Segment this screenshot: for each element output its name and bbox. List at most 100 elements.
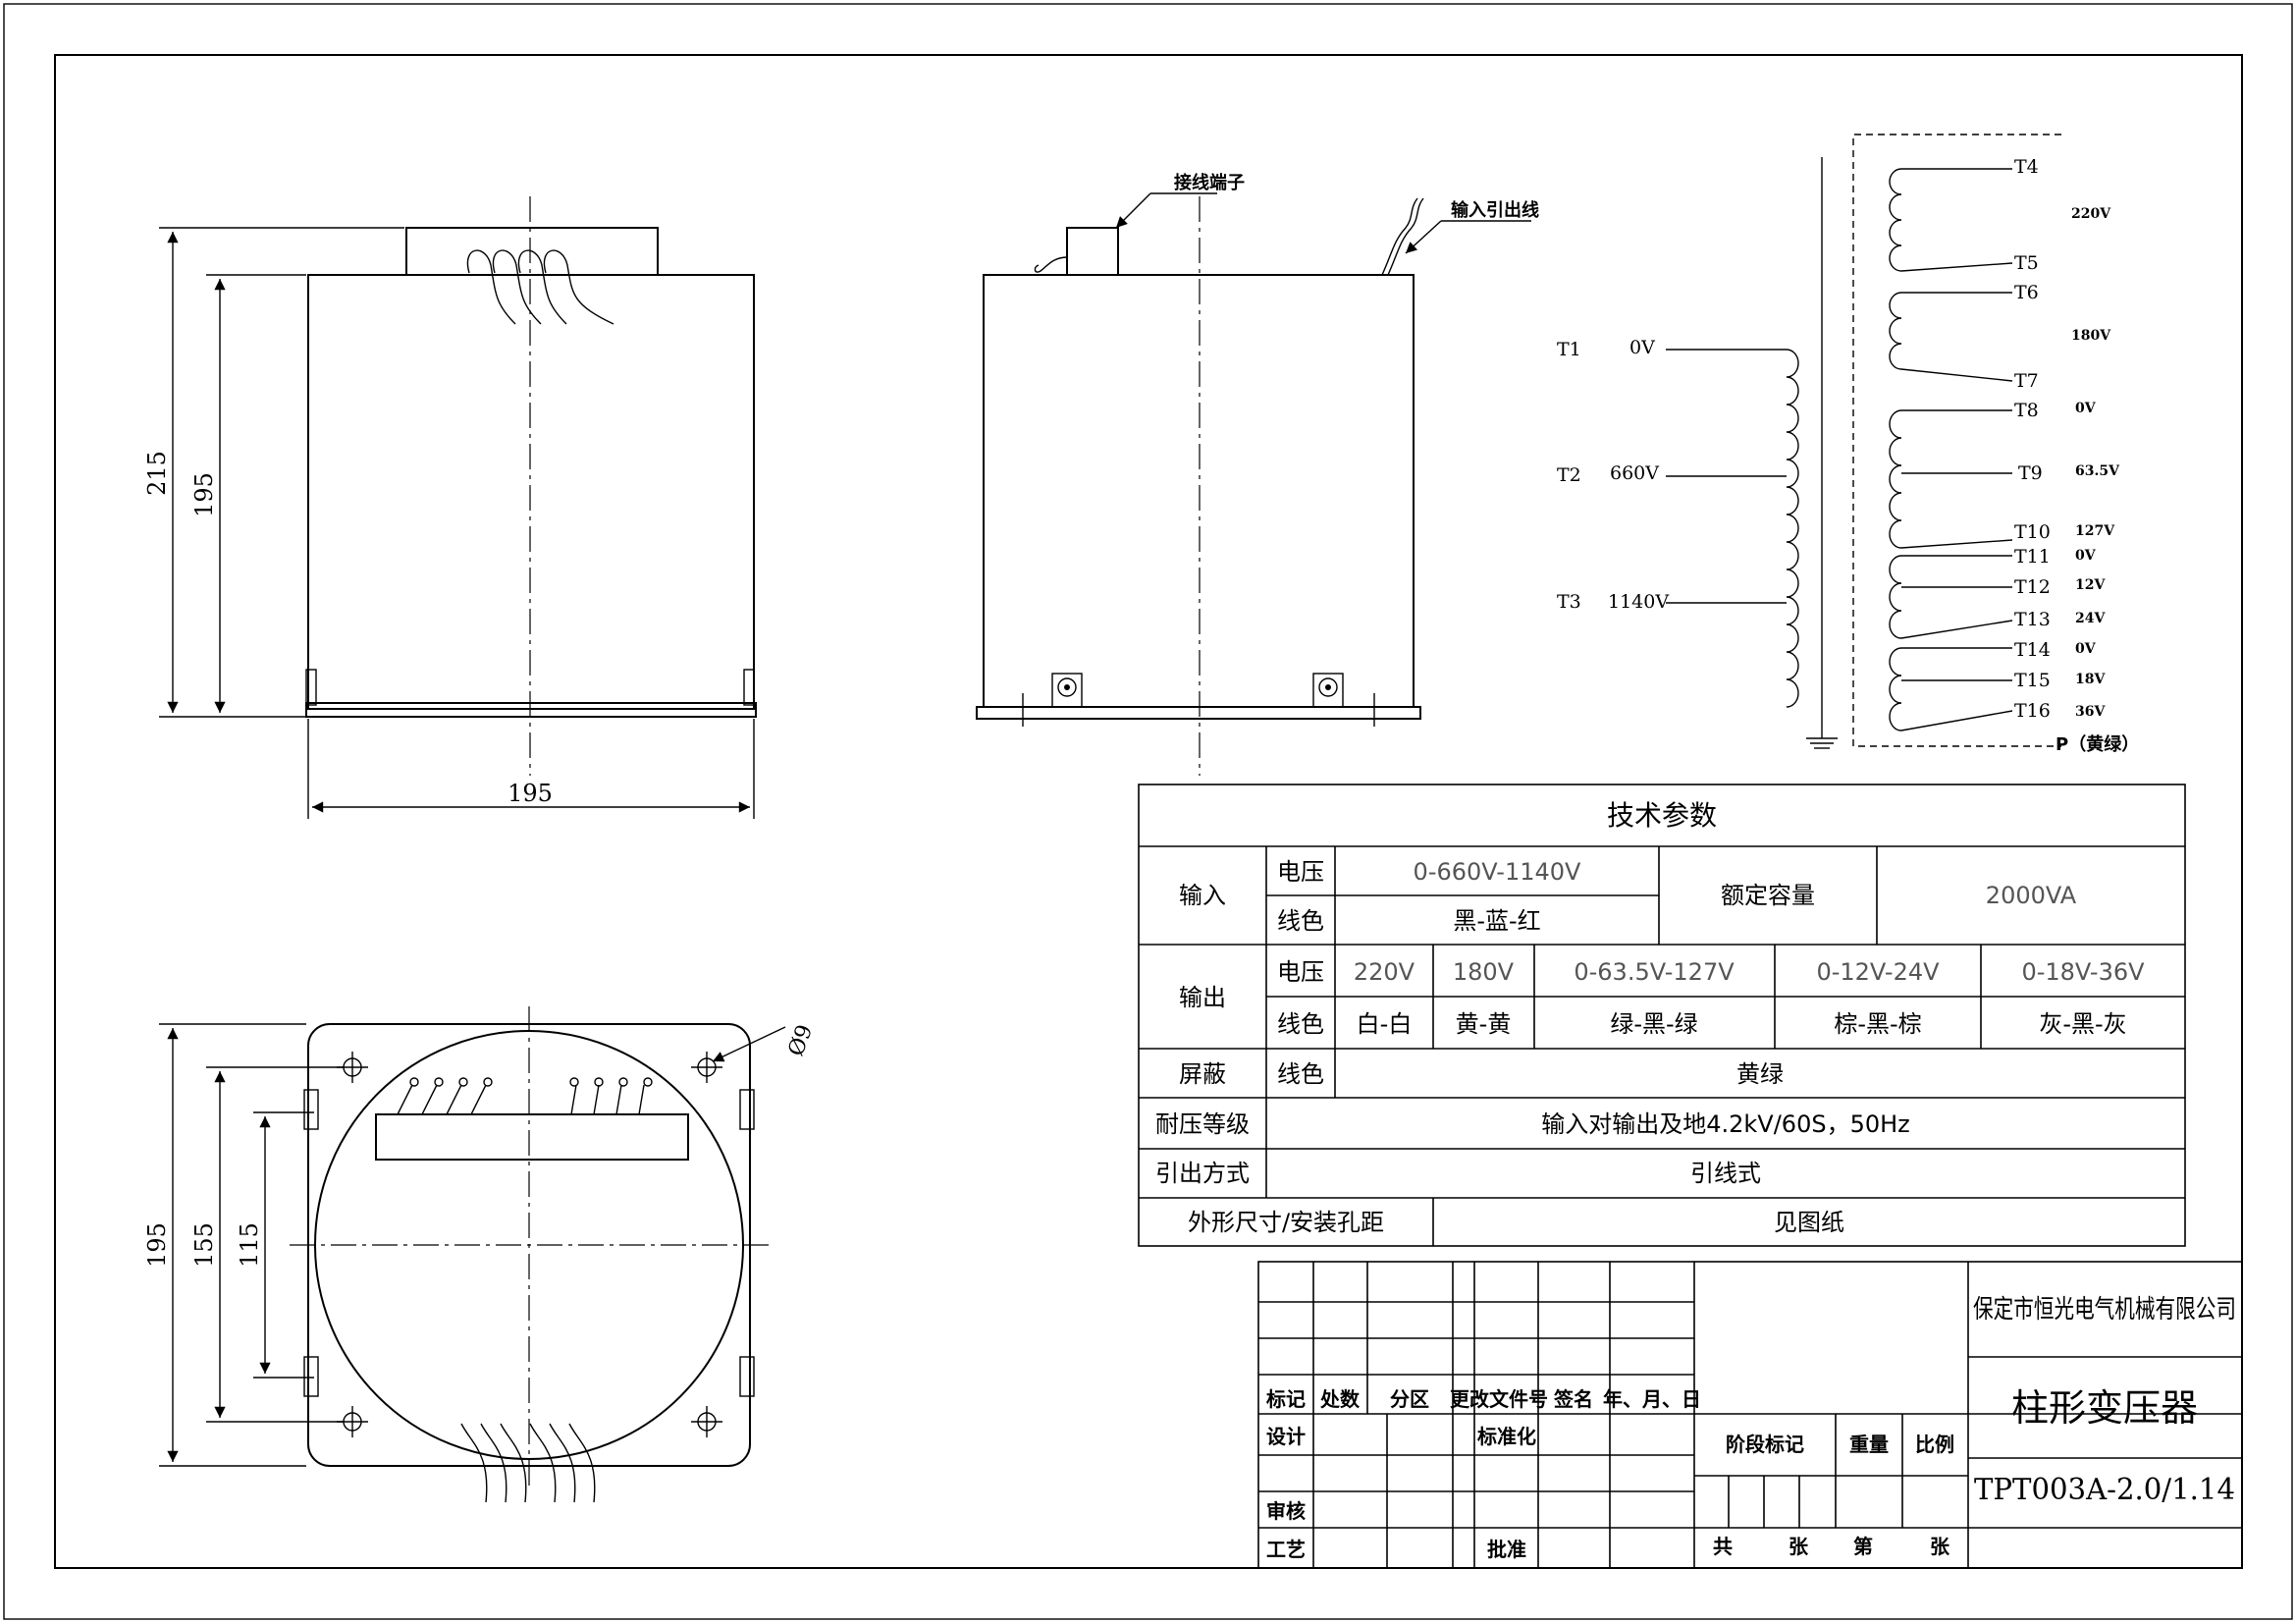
- input-voltage-value: 0-660V-1140V: [1414, 858, 1581, 886]
- secondary-winding-180: [1889, 292, 2013, 382]
- drawing-frame: [54, 54, 2243, 1569]
- tap-T9: T9: [2018, 462, 2043, 484]
- dims-label: 外形尺寸/安装孔距: [1188, 1209, 1384, 1236]
- dims-value: 见图纸: [1774, 1209, 1844, 1236]
- rev-header-sign: 签名: [1553, 1387, 1593, 1411]
- shield-wire-color-label: 线色: [1277, 1060, 1324, 1088]
- voltage-t16: 36V: [2075, 704, 2106, 720]
- terminal-box: [1066, 227, 1119, 276]
- output-label: 输出: [1179, 984, 1226, 1011]
- tap-T2: T2: [1557, 464, 1581, 486]
- output-colors-5: 灰-黑-灰: [2039, 1010, 2126, 1038]
- output-voltage-2: 180V: [1453, 958, 1515, 986]
- rev-header-mark: 标记: [1266, 1387, 1306, 1411]
- leadout-value: 引线式: [1690, 1160, 1761, 1187]
- design-label: 设计: [1266, 1425, 1306, 1448]
- outer-border: [3, 3, 2293, 1620]
- total-label: 共: [1713, 1535, 1733, 1558]
- leadout-label: 引出方式: [1155, 1160, 1250, 1187]
- bottom-view: 195 155 115 Ø9: [143, 1006, 818, 1503]
- voltage-t14: 0V: [2075, 641, 2097, 657]
- shield-label: 屏蔽: [1179, 1060, 1226, 1088]
- tap-T3-voltage: 1140V: [1608, 591, 1669, 613]
- voltage-t12: 12V: [2075, 577, 2106, 593]
- output-voltage-5: 0-18V-36V: [2021, 958, 2145, 986]
- primary-winding: [1786, 349, 1799, 708]
- bottom-mount-holes: [337, 1052, 722, 1437]
- input-voltage-label: 电压: [1277, 858, 1324, 886]
- shield-terminal-label: P（黄绿）: [2056, 733, 2139, 755]
- rev-header-count: 处数: [1319, 1387, 1361, 1411]
- shield-color-value: 黄绿: [1736, 1060, 1784, 1088]
- tap-T3: T3: [1557, 591, 1581, 613]
- process-label: 工艺: [1266, 1538, 1306, 1561]
- secondary-winding-24: [1889, 555, 2013, 639]
- shield-outline: [1852, 134, 2061, 747]
- input-colors-value: 黑-蓝-红: [1453, 907, 1540, 935]
- output-voltage-1: 220V: [1354, 958, 1415, 986]
- tap-T4: T4: [2014, 156, 2039, 178]
- side-base-plate: [976, 706, 1421, 720]
- front-dim-width: 195: [507, 780, 553, 807]
- output-voltage-4: 0-12V-24V: [1816, 958, 1940, 986]
- rev-header-zone: 分区: [1390, 1387, 1429, 1411]
- secondary-winding-36: [1889, 647, 2013, 731]
- output-wire-color-label: 线色: [1277, 1010, 1324, 1038]
- voltage-t11: 0V: [2075, 548, 2097, 564]
- bottom-dim-holes: 155: [190, 1222, 218, 1268]
- side-input-lead: [1381, 197, 1418, 276]
- voltage-t8: 0V: [2075, 401, 2097, 416]
- rev-header-date: 年、月、日: [1603, 1387, 1701, 1411]
- front-bracket-left: [305, 669, 317, 706]
- bottom-dim-inner: 115: [236, 1222, 263, 1268]
- output-voltage-label: 电压: [1277, 958, 1324, 986]
- rev-header-doc: 更改文件号: [1450, 1387, 1548, 1411]
- tap-T6: T6: [2014, 282, 2039, 303]
- sheet-unit-label: 张: [1930, 1535, 1950, 1558]
- company-name: 保定市恒光电气机械有限公司: [1973, 1295, 2236, 1325]
- scale-label: 比例: [1915, 1433, 1954, 1456]
- secondary-winding-127: [1889, 409, 2013, 549]
- secondary-winding-220: [1889, 168, 2013, 272]
- front-body: [307, 274, 755, 710]
- terminal-box-label: 接线端子: [1174, 172, 1245, 193]
- stage-mark-label: 阶段标记: [1726, 1433, 1804, 1456]
- front-lead-wires: [466, 249, 614, 325]
- standardize-label: 标准化: [1477, 1425, 1536, 1448]
- tap-T8: T8: [2014, 400, 2039, 421]
- spec-table: 技术参数 输入 电压 线色 0-660V-1140V 黑-蓝-红 额定容量 20…: [1138, 784, 2186, 1247]
- tap-T14: T14: [2014, 639, 2051, 661]
- tap-T5: T5: [2014, 252, 2039, 274]
- weight-label: 重量: [1849, 1433, 1889, 1456]
- tap-T15: T15: [2014, 670, 2051, 691]
- product-name: 柱形变压器: [2011, 1386, 2198, 1430]
- withstand-label: 耐压等级: [1155, 1110, 1250, 1138]
- front-base-plate: [305, 702, 757, 718]
- front-dim-height-body: 195: [190, 472, 218, 517]
- spec-title: 技术参数: [1607, 799, 1717, 832]
- tap-T1: T1: [1557, 339, 1581, 360]
- bottom-terminal-leads: [397, 1077, 653, 1115]
- winding-schematic: T1 0V T2 660V T3 1140V T4 T5 T6 T7 T8 T9…: [1557, 134, 2139, 755]
- rated-capacity-label: 额定容量: [1721, 882, 1815, 909]
- front-view: 215 195 195: [143, 196, 757, 819]
- review-label: 审核: [1266, 1499, 1306, 1523]
- voltage-t13: 24V: [2075, 611, 2106, 626]
- tap-T7: T7: [2014, 370, 2039, 392]
- tap-T13: T13: [2014, 609, 2051, 630]
- input-lead-label: 输入引出线: [1451, 199, 1539, 221]
- voltage-t9: 63.5V: [2075, 463, 2120, 479]
- output-colors-2: 黄-黄: [1456, 1010, 1512, 1038]
- side-mount-lug-right: [1312, 673, 1344, 708]
- title-block: 标记 处数 分区 更改文件号 签名 年、月、日 设计 标准化 审核 工艺 批准 …: [1257, 1261, 2243, 1569]
- output-colors-3: 绿-黑-绿: [1610, 1010, 1697, 1038]
- front-bracket-right: [743, 669, 755, 706]
- input-wire-color-label: 线色: [1277, 907, 1324, 935]
- voltage-220: 220V: [2071, 206, 2111, 222]
- side-mount-lug-left: [1051, 673, 1083, 708]
- tap-T16: T16: [2014, 700, 2051, 722]
- tap-T11: T11: [2014, 546, 2051, 568]
- front-dim-height-total: 215: [143, 451, 171, 496]
- side-view: 接线端子 输入引出线: [976, 172, 1539, 776]
